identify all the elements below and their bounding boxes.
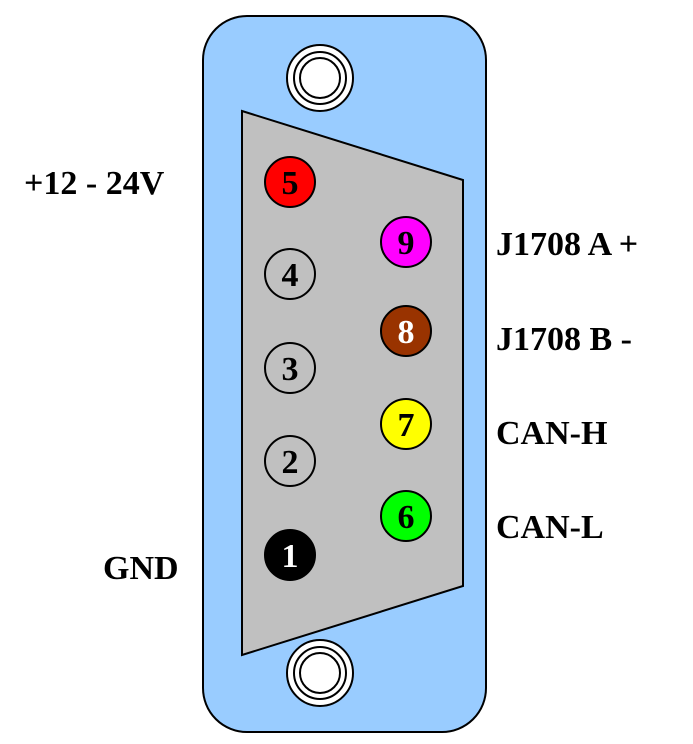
pin-1: 1 (264, 529, 316, 581)
label-pin1-gnd: GND (103, 550, 179, 587)
pin-8-circle (380, 305, 432, 357)
pin-8-number: 8 (398, 314, 415, 351)
pin-5-circle (264, 156, 316, 208)
label-pin8-j1708b: J1708 B - (496, 321, 632, 358)
bottom-screw (286, 639, 354, 707)
pin-6-number: 6 (398, 499, 415, 536)
pin-7-number: 7 (398, 407, 415, 444)
pin-2: 2 (264, 435, 316, 487)
pin-3-circle (264, 342, 316, 394)
pin-4-circle (264, 248, 316, 300)
pin-2-circle (264, 435, 316, 487)
pin-8: 8 (380, 305, 432, 357)
pin-6: 6 (380, 490, 432, 542)
pin-5-number: 5 (282, 165, 299, 202)
pin-7: 7 (380, 398, 432, 450)
pin-9-circle (380, 216, 432, 268)
pin-9-number: 9 (398, 225, 415, 262)
top-screw (286, 44, 354, 112)
label-pin7-canh: CAN-H (496, 415, 607, 452)
label-pin6-canl: CAN-L (496, 509, 604, 546)
pin-5: 5 (264, 156, 316, 208)
label-pin9-j1708a: J1708 A + (496, 226, 638, 263)
pin-2-number: 2 (282, 444, 299, 481)
label-pin5-power: +12 - 24V (24, 165, 165, 202)
pin-1-circle (264, 529, 316, 581)
pin-4-number: 4 (282, 257, 299, 294)
pin-1-number: 1 (282, 538, 299, 575)
pin-3-number: 3 (282, 351, 299, 388)
pin-9: 9 (380, 216, 432, 268)
pin-3: 3 (264, 342, 316, 394)
pin-6-circle (380, 490, 432, 542)
pin-4: 4 (264, 248, 316, 300)
pin-7-circle (380, 398, 432, 450)
